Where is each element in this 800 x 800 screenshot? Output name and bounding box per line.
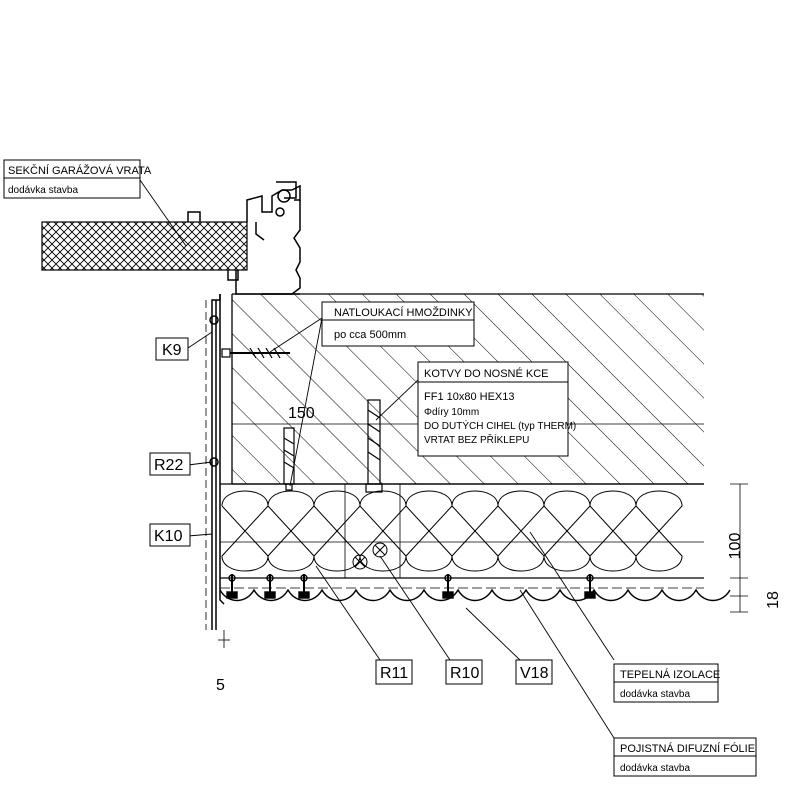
screw xyxy=(584,574,596,599)
callout-membrane: POJISTNÁ DIFUZNÍ FÓLIE dodávka stavba xyxy=(613,737,757,777)
code-r22: R22 xyxy=(149,452,191,476)
callout-anchors-title: KOTVY DO NOSNÉ KCE xyxy=(424,367,549,380)
corrugated-soffit xyxy=(219,574,731,602)
screw xyxy=(226,574,238,599)
code-k10: K10 xyxy=(149,523,191,547)
code-v18: V18 xyxy=(515,659,553,685)
code-r10: R10 xyxy=(445,659,483,685)
svg-text:R22: R22 xyxy=(154,457,183,474)
insulation-loop-pattern xyxy=(221,490,683,572)
callout-insulation: TEPELNÁ IZOLACE dodávka stavba xyxy=(613,663,720,703)
anchor-left xyxy=(283,427,295,491)
garage-door-panel xyxy=(41,221,248,271)
thermal-insulation xyxy=(220,483,704,579)
dimension-18: 18 xyxy=(765,591,782,609)
svg-text:R10: R10 xyxy=(450,665,479,682)
callout-membrane-supply: dodávka stavba xyxy=(620,763,690,774)
svg-text:K10: K10 xyxy=(154,528,183,545)
dimension-lines xyxy=(218,483,748,648)
callout-insulation-title: TEPELNÁ IZOLACE xyxy=(620,668,720,681)
screw xyxy=(264,574,276,599)
anchor-right xyxy=(365,399,383,493)
svg-text:R11: R11 xyxy=(380,665,408,682)
dimension-100: 100 xyxy=(727,533,744,560)
callout-anchors: KOTVY DO NOSNÉ KCE FF1 10x80 HEX13 Φdíry… xyxy=(417,361,576,457)
dimension-150: 150 xyxy=(288,405,315,422)
callout-hammer-dowels: NATLOUKACÍ HMOŽDINKY po cca 500mm xyxy=(321,301,475,347)
svg-text:K9: K9 xyxy=(162,342,182,359)
callout-membrane-title: POJISTNÁ DIFUZNÍ FÓLIE xyxy=(620,742,755,755)
callout-anchors-drilling: VRTAT BEZ PŘÍKLEPU xyxy=(424,433,529,446)
svg-text:V18: V18 xyxy=(520,665,549,682)
callout-hammer-dowels-title: NATLOUKACÍ HMOŽDINKY xyxy=(334,306,473,319)
screw xyxy=(298,574,310,599)
screw xyxy=(442,574,454,599)
code-r11: R11 xyxy=(375,659,413,685)
dimension-5: 5 xyxy=(216,677,225,694)
leader-lines xyxy=(139,179,615,739)
callout-anchors-holes: Φdíry 10mm xyxy=(424,407,479,418)
callout-garage-door-title: SEKČNÍ GARÁŽOVÁ VRATA xyxy=(8,164,152,177)
callout-insulation-supply: dodávka stavba xyxy=(620,689,690,700)
callout-garage-door-supply: dodávka stavba xyxy=(8,185,78,196)
callout-hammer-dowels-spacing: po cca 500mm xyxy=(334,329,406,341)
callout-anchors-spec: FF1 10x80 HEX13 xyxy=(424,391,515,403)
callout-anchors-substrate: DO DUTÝCH CIHEL (typ THERM) xyxy=(424,419,576,432)
hammer-dowel-horizontal xyxy=(221,347,290,359)
code-k9: K9 xyxy=(155,337,189,361)
callout-garage-door: SEKČNÍ GARÁŽOVÁ VRATA dodávka stavba xyxy=(3,159,152,199)
